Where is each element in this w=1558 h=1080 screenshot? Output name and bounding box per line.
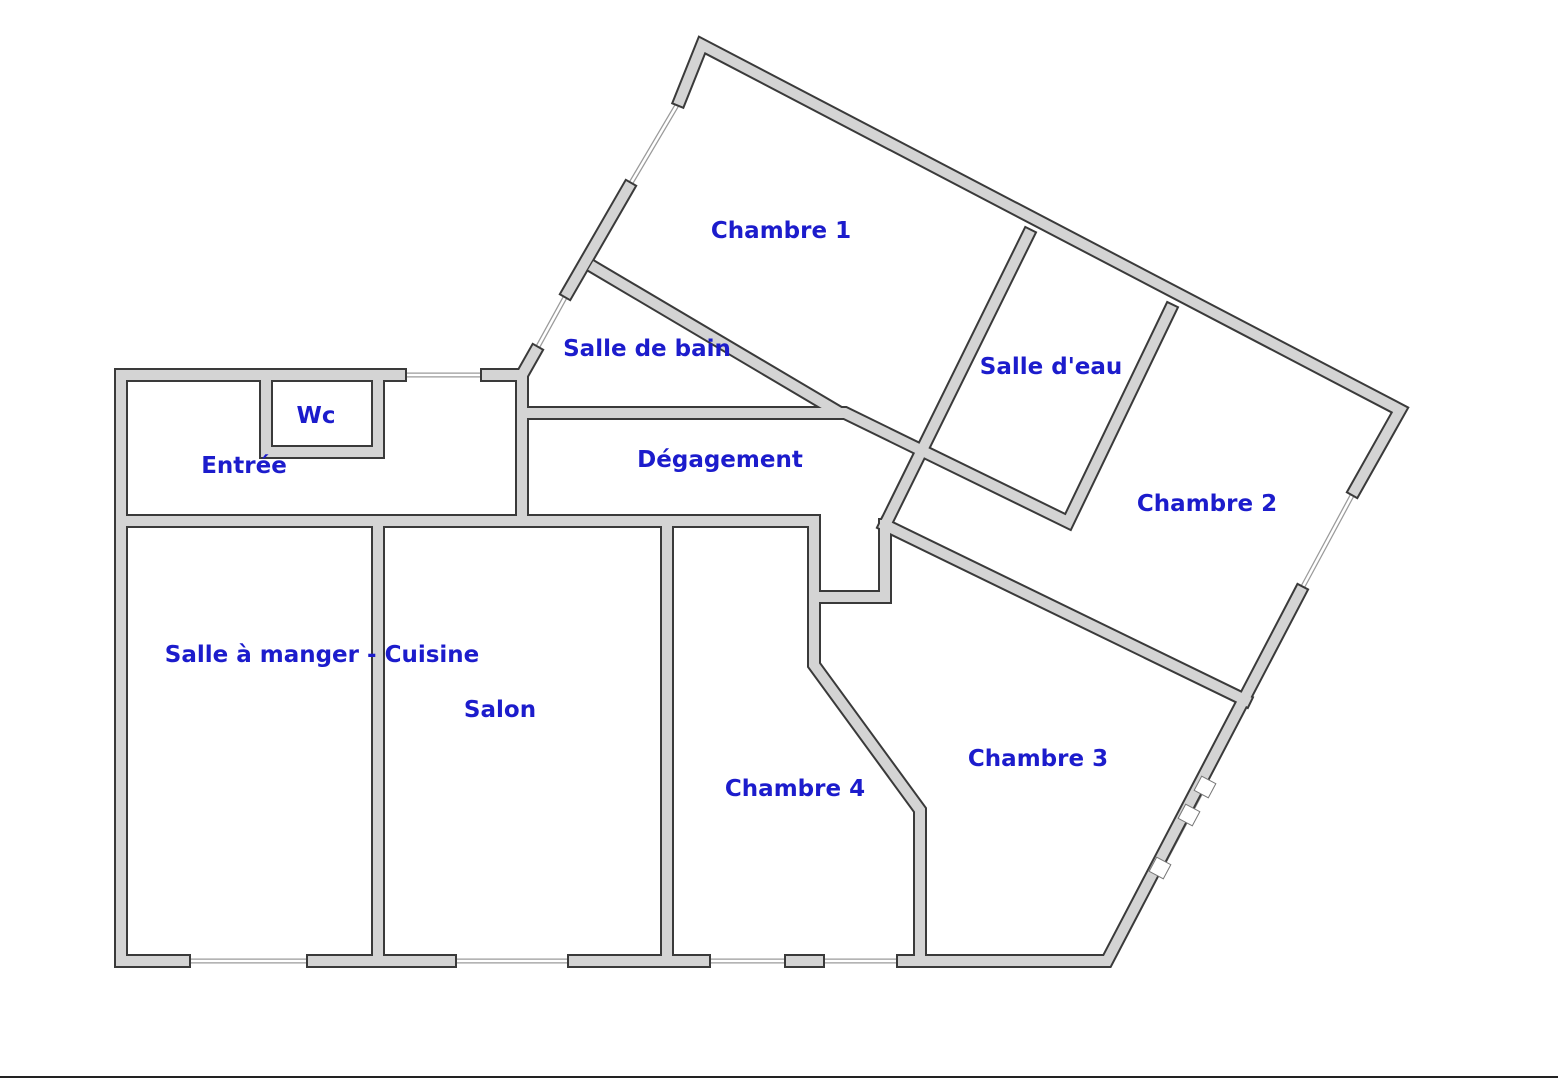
room-label-entree: Entrée	[201, 453, 287, 479]
wall	[517, 370, 890, 602]
room-label-salle-d-eau: Salle d'eau	[979, 354, 1123, 380]
window	[533, 291, 570, 353]
room-label-chambre-2: Chambre 2	[1136, 491, 1278, 517]
room-label-degagement: Dégagement	[637, 447, 803, 473]
wall	[673, 38, 1407, 497]
wall	[261, 370, 383, 457]
wall	[809, 592, 925, 966]
room-label-salle-a-manger-cuisine: Salle à manger - Cuisine	[164, 642, 480, 668]
room-label-salle-de-bain: Salle de bain	[563, 336, 731, 362]
room-label-chambre-4: Chambre 4	[724, 776, 866, 802]
wall	[878, 228, 1035, 532]
wall	[517, 303, 1177, 529]
window	[626, 99, 682, 189]
wall	[670, 35, 1410, 500]
wall	[896, 582, 1310, 968]
wall	[116, 370, 405, 966]
bottom-divider	[0, 1076, 1558, 1078]
wall	[561, 181, 635, 299]
window	[1298, 489, 1357, 593]
wall	[898, 585, 1307, 966]
room-label-chambre-1: Chambre 1	[710, 218, 852, 244]
wall	[878, 518, 1252, 707]
window-frame	[1177, 803, 1201, 827]
room-label-salon: Salon	[463, 697, 537, 723]
window-frame	[1193, 775, 1217, 799]
wall	[482, 345, 542, 380]
room-label-wc: Wc	[296, 403, 336, 429]
wall	[588, 261, 842, 417]
walls	[114, 35, 1410, 968]
window-frame	[1148, 856, 1172, 880]
room-label-chambre-3: Chambre 3	[967, 746, 1109, 772]
